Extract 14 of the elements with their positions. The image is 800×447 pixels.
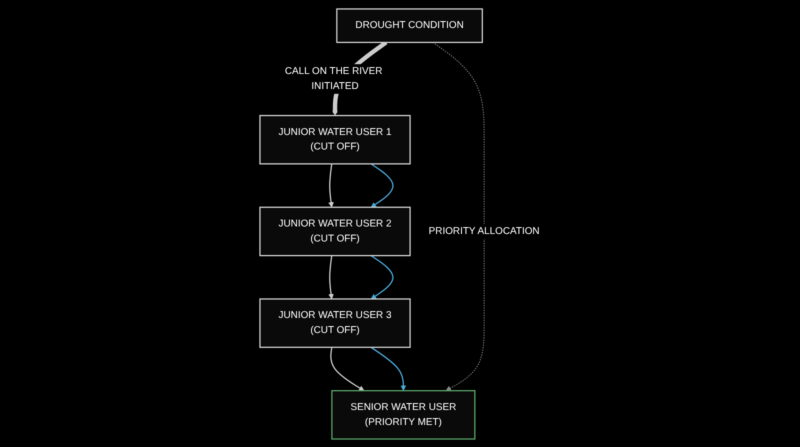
node-box: JUNIOR WATER USER 2 (CUT OFF) xyxy=(260,206,411,256)
arrow xyxy=(330,346,365,390)
arrow xyxy=(432,41,485,390)
arrow xyxy=(328,163,334,207)
node-box: SENIOR WATER USER (PRIORITY MET) xyxy=(332,390,476,440)
node-box: DROUGHT CONDITION xyxy=(336,8,484,43)
arrow xyxy=(370,162,394,207)
edge-label: PRIORITY ALLOCATION xyxy=(428,225,540,236)
arrow xyxy=(370,254,394,299)
node-box: JUNIOR WATER USER 3 (CUT OFF) xyxy=(260,298,411,348)
edge-label: CALL ON THE RIVER INITIATED xyxy=(285,65,383,91)
arrow xyxy=(370,346,406,390)
node-box: JUNIOR WATER USER 1 (CUT OFF) xyxy=(260,114,411,164)
arrow xyxy=(328,255,334,299)
